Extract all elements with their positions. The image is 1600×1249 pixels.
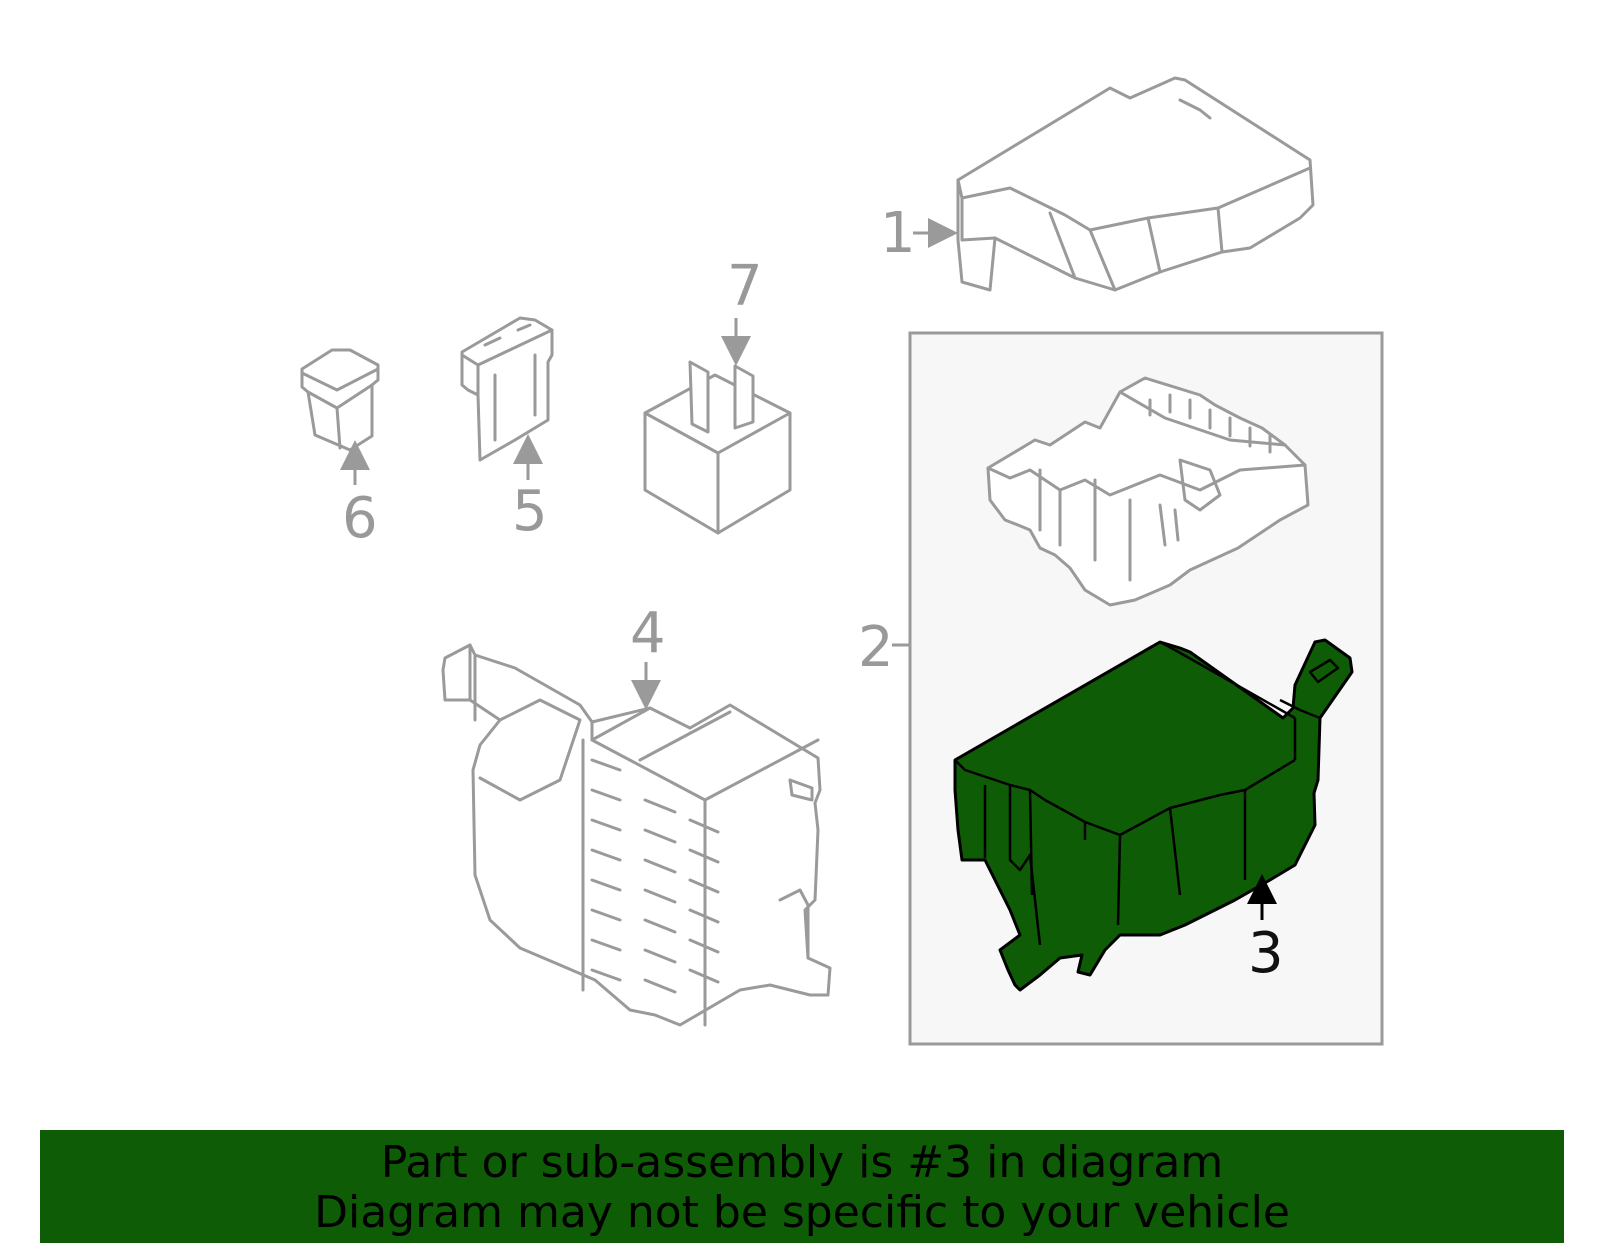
part-1-cover[interactable]	[956, 76, 1315, 292]
banner-line-1: Part or sub-assembly is #3 in diagram	[380, 1137, 1224, 1188]
callout-3: 3	[1248, 921, 1284, 986]
part-3-housing[interactable]	[953, 638, 1354, 992]
callout-2: 2	[858, 615, 894, 680]
part-5-mini-fuse[interactable]	[460, 316, 554, 462]
banner-line-2: Diagram may not be specific to your vehi…	[314, 1187, 1290, 1238]
callout-7: 7	[727, 254, 763, 319]
part-6-fuse[interactable]	[300, 348, 380, 452]
callout-6: 6	[342, 486, 378, 551]
part-2-frame[interactable]	[986, 376, 1310, 607]
callout-4: 4	[630, 601, 666, 666]
callout-5: 5	[512, 479, 548, 544]
part-4-junction-block[interactable]	[441, 643, 832, 1027]
info-banner: Part or sub-assembly is #3 in diagram Di…	[40, 1130, 1564, 1243]
part-7-relay[interactable]	[643, 360, 792, 535]
callout-1: 1	[880, 201, 916, 266]
